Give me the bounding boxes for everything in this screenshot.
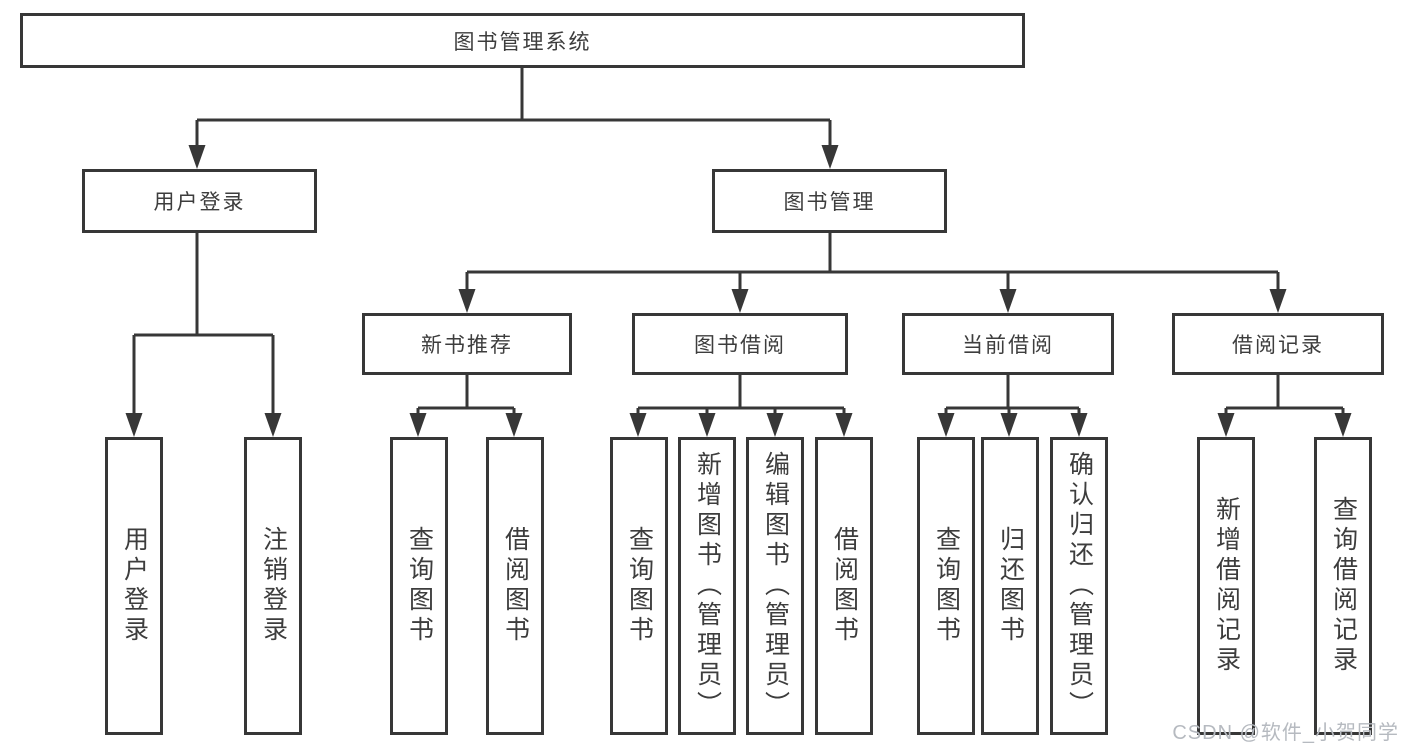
leaf-borrowing-add-book-admin: 新增图书（管理员） (678, 437, 736, 735)
leaf-current-confirm-return-admin: 确认归还（管理员） (1050, 437, 1108, 735)
leaf-borrowing-borrow-book: 借阅图书 (815, 437, 873, 735)
node-new-book-recommend: 新书推荐 (362, 313, 572, 375)
leaf-current-query-book: 查询图书 (917, 437, 975, 735)
leaf-user-login: 用户登录 (105, 437, 163, 735)
node-root-system: 图书管理系统 (20, 13, 1025, 68)
leaf-recommend-query-book: 查询图书 (390, 437, 448, 735)
node-book-management: 图书管理 (712, 169, 947, 233)
csdn-watermark: CSDN @软件_小贺同学 (1172, 722, 1399, 744)
leaf-recommend-borrow-book: 借阅图书 (486, 437, 544, 735)
node-user-login: 用户登录 (82, 169, 317, 233)
node-current-borrowing: 当前借阅 (902, 313, 1114, 375)
leaf-borrowing-edit-book-admin: 编辑图书（管理员） (746, 437, 804, 735)
node-borrowing-records: 借阅记录 (1172, 313, 1384, 375)
leaf-records-add-record: 新增借阅记录 (1197, 437, 1255, 735)
leaf-records-query-record: 查询借阅记录 (1314, 437, 1372, 735)
leaf-borrowing-query-book: 查询图书 (610, 437, 668, 735)
node-book-borrowing: 图书借阅 (632, 313, 848, 375)
leaf-current-return-book: 归还图书 (981, 437, 1039, 735)
leaf-logout: 注销登录 (244, 437, 302, 735)
